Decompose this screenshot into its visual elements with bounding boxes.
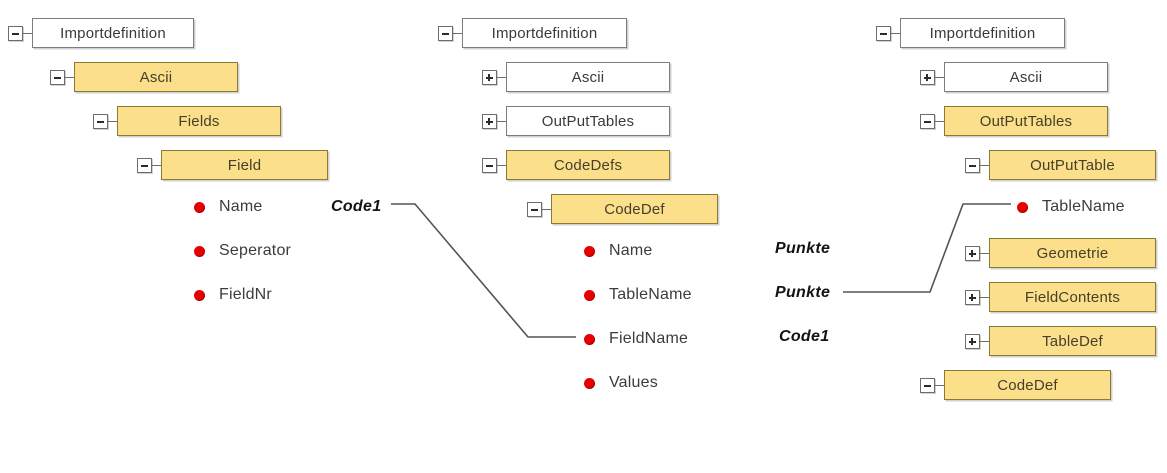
stub-ascii-left	[65, 77, 74, 78]
node-outputtable-right[interactable]: OutPutTable	[989, 150, 1156, 180]
attribute-bullet-icon	[194, 289, 205, 301]
stub-codedefs-middle	[497, 165, 506, 166]
leaf-fieldnr-left[interactable]: FieldNr	[194, 286, 272, 304]
expander-ascii-right[interactable]	[920, 70, 935, 85]
stub-field-left	[152, 165, 161, 166]
leaf-seperator-left[interactable]: Seperator	[194, 242, 291, 260]
leaf-tablename-right[interactable]: TableName	[1017, 198, 1125, 216]
attribute-bullet-icon	[584, 377, 595, 389]
attribute-bullet-icon	[194, 201, 205, 213]
annotation-punkte-2: Punkte	[775, 284, 831, 301]
leaf-label: Name	[609, 242, 653, 259]
leaf-values-middle[interactable]: Values	[584, 374, 658, 392]
expander-field-left[interactable]	[137, 158, 152, 173]
node-ascii-middle[interactable]: Ascii	[506, 62, 670, 92]
stub-ascii-middle	[497, 77, 506, 78]
expander-importdefinition-left[interactable]	[8, 26, 23, 41]
annotation-code1-left: Code1	[331, 198, 382, 215]
expander-fieldcontents-right[interactable]	[965, 290, 980, 305]
node-ascii-right[interactable]: Ascii	[944, 62, 1108, 92]
stub-outputtable-right	[980, 165, 989, 166]
node-fields-left[interactable]: Fields	[117, 106, 281, 136]
stub-importdefinition-left	[23, 33, 32, 34]
attribute-bullet-icon	[1017, 201, 1028, 213]
expander-ascii-middle[interactable]	[482, 70, 497, 85]
expander-outputtable-right[interactable]	[965, 158, 980, 173]
leaf-label: Values	[609, 374, 658, 391]
expander-tabledef-right[interactable]	[965, 334, 980, 349]
attribute-bullet-icon	[584, 289, 595, 301]
expander-outputtables-right[interactable]	[920, 114, 935, 129]
node-fieldcontents-right[interactable]: FieldContents	[989, 282, 1156, 312]
node-outputtables-right[interactable]: OutPutTables	[944, 106, 1108, 136]
annotation-punkte-1: Punkte	[775, 240, 831, 257]
expander-geometrie-right[interactable]	[965, 246, 980, 261]
attribute-bullet-icon	[194, 245, 205, 257]
node-codedefs-middle[interactable]: CodeDefs	[506, 150, 670, 180]
node-importdefinition-right[interactable]: Importdefinition	[900, 18, 1065, 48]
node-geometrie-right[interactable]: Geometrie	[989, 238, 1156, 268]
stub-codedef-middle	[542, 209, 551, 210]
stub-fieldcontents-right	[980, 297, 989, 298]
stub-outputtables-right	[935, 121, 944, 122]
expander-outputtables-middle[interactable]	[482, 114, 497, 129]
stub-tabledef-right	[980, 341, 989, 342]
leaf-tablename-middle[interactable]: TableName	[584, 286, 692, 304]
connector-code1-to-fieldname	[391, 203, 576, 338]
expander-ascii-left[interactable]	[50, 70, 65, 85]
stub-fields-left	[108, 121, 117, 122]
leaf-label: FieldName	[609, 330, 689, 347]
expander-importdefinition-middle[interactable]	[438, 26, 453, 41]
node-codedef-right[interactable]: CodeDef	[944, 370, 1111, 400]
leaf-label: TableName	[609, 286, 692, 303]
attribute-bullet-icon	[584, 333, 595, 345]
node-field-left[interactable]: Field	[161, 150, 328, 180]
stub-codedef-right	[935, 385, 944, 386]
expander-importdefinition-right[interactable]	[876, 26, 891, 41]
node-importdefinition-middle[interactable]: Importdefinition	[462, 18, 627, 48]
leaf-label: FieldNr	[219, 286, 272, 303]
node-importdefinition-left[interactable]: Importdefinition	[32, 18, 194, 48]
node-tabledef-right[interactable]: TableDef	[989, 326, 1156, 356]
leaf-name-left[interactable]: Name	[194, 198, 262, 216]
leaf-label: Name	[219, 198, 263, 215]
stub-geometrie-right	[980, 253, 989, 254]
leaf-label: TableName	[1042, 198, 1125, 215]
attribute-bullet-icon	[584, 245, 595, 257]
leaf-name-middle[interactable]: Name	[584, 242, 652, 260]
leaf-label: Seperator	[219, 242, 292, 259]
connector-punkte-to-tablename	[843, 203, 1011, 293]
expander-codedefs-middle[interactable]	[482, 158, 497, 173]
node-codedef-middle[interactable]: CodeDef	[551, 194, 718, 224]
node-ascii-left[interactable]: Ascii	[74, 62, 238, 92]
expander-fields-left[interactable]	[93, 114, 108, 129]
annotation-code1-right: Code1	[779, 328, 830, 345]
stub-outputtables-middle	[497, 121, 506, 122]
stub-importdefinition-right	[891, 33, 900, 34]
expander-codedef-middle[interactable]	[527, 202, 542, 217]
node-outputtables-middle[interactable]: OutPutTables	[506, 106, 670, 136]
stub-ascii-right	[935, 77, 944, 78]
stub-importdefinition-middle	[453, 33, 462, 34]
leaf-fieldname-middle[interactable]: FieldName	[584, 330, 688, 348]
expander-codedef-right[interactable]	[920, 378, 935, 393]
